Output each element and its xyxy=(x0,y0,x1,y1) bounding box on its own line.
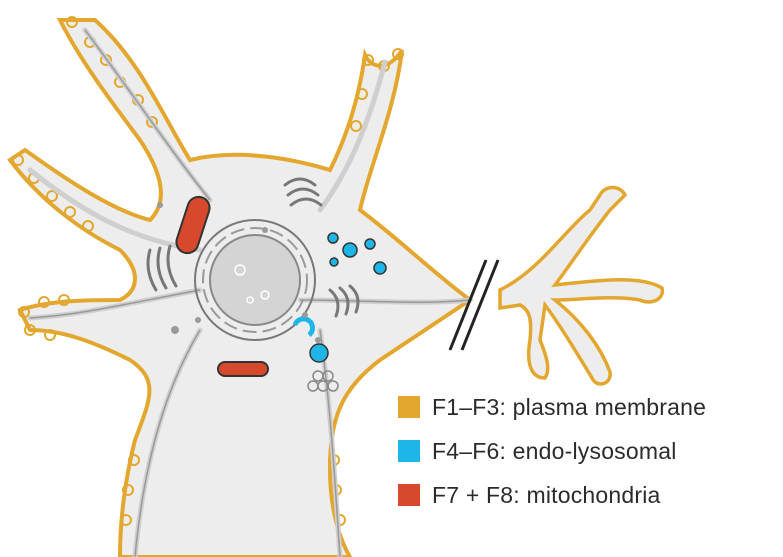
legend-swatch-endo-lysosomal xyxy=(398,440,420,462)
legend-item-mitochondria: F7 + F8: mitochondria xyxy=(398,473,706,517)
legend-swatch-plasma-membrane xyxy=(398,396,420,418)
legend-swatch-mitochondria xyxy=(398,484,420,506)
nucleus xyxy=(194,219,316,341)
legend-label-endo-lysosomal: F4–F6: endo-lysosomal xyxy=(432,437,677,464)
axon-terminal xyxy=(498,185,665,386)
axon-break xyxy=(448,259,500,351)
legend-label-mitochondria: F7 + F8: mitochondria xyxy=(432,481,661,508)
vesicle-cluster xyxy=(307,370,339,392)
membrane-bumps xyxy=(12,16,404,526)
legend-label-plasma-membrane: F1–F3: plasma membrane xyxy=(432,393,707,420)
vesicles xyxy=(157,202,321,343)
legend-item-plasma-membrane: F1–F3: plasma membrane xyxy=(398,385,706,429)
legend: F1–F3: plasma membrane F4–F6: endo-lysos… xyxy=(398,385,706,517)
legend-item-endo-lysosomal: F4–F6: endo-lysosomal xyxy=(398,429,706,473)
golgi-apparatus xyxy=(146,177,360,318)
endo-lysosomal-organelles xyxy=(292,232,387,363)
